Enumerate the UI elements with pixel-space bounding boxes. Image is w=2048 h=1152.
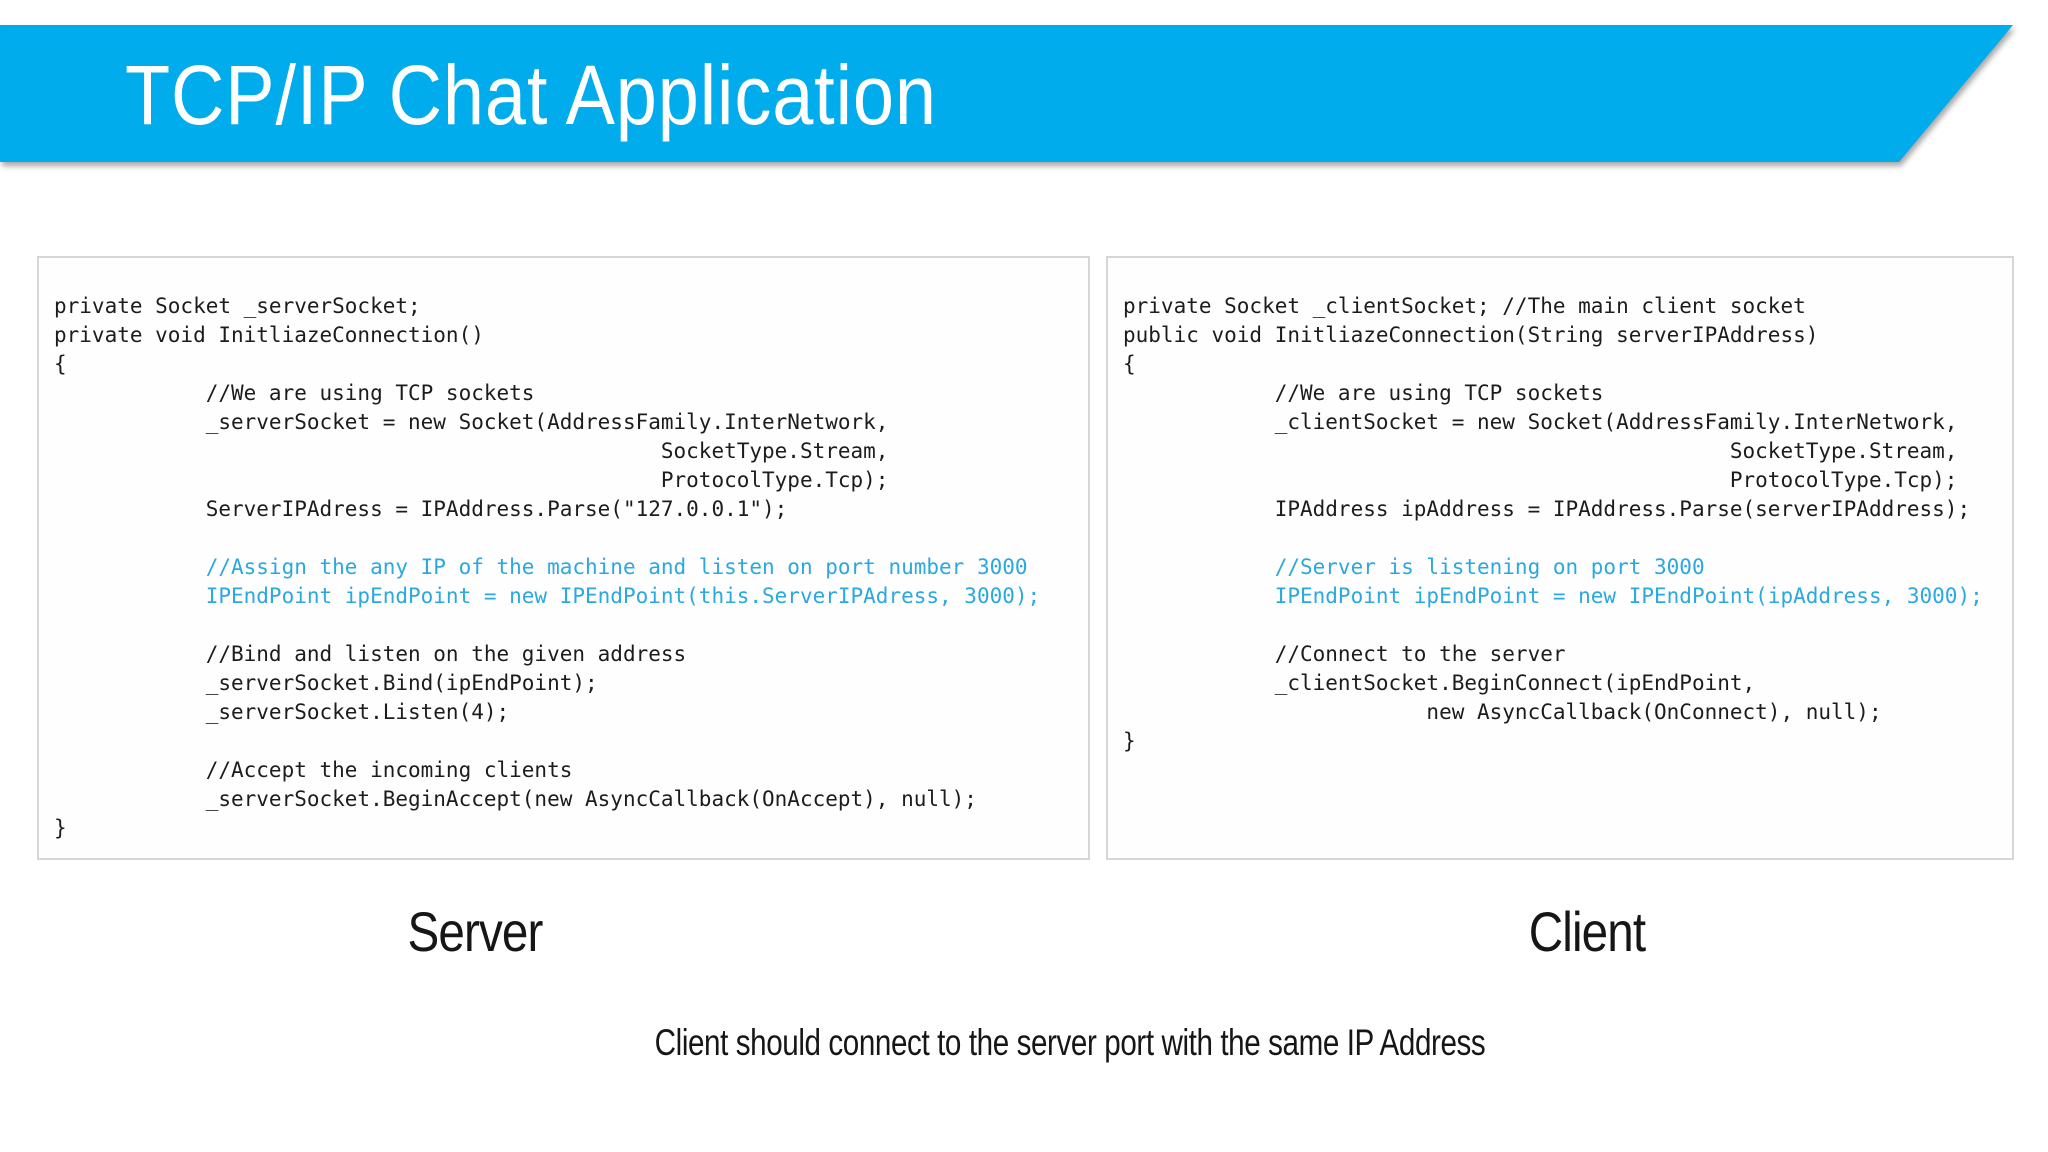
code-line: _serverSocket.Bind(ipEndPoint); — [54, 671, 598, 695]
code-line: //Connect to the server — [1123, 642, 1566, 666]
code-line: SocketType.Stream, — [1123, 439, 1958, 463]
code-line: { — [1123, 352, 1136, 376]
code-line: //Bind and listen on the given address — [54, 642, 687, 666]
code-line: //Assign the any IP of the machine and l… — [54, 555, 1028, 579]
code-line: IPAddress ipAddress = IPAddress.Parse(se… — [1123, 497, 1971, 521]
code-line: } — [54, 816, 67, 840]
client-code: private Socket _clientSocket; //The main… — [1123, 292, 1983, 756]
caption: Client should connect to the server port… — [654, 1022, 1486, 1063]
code-line: _serverSocket.BeginAccept(new AsyncCallb… — [54, 787, 977, 811]
code-line: //We are using TCP sockets — [1123, 381, 1604, 405]
code-line: } — [1123, 729, 1136, 753]
client-code-panel: private Socket _clientSocket; //The main… — [1106, 256, 2014, 860]
code-line: private Socket _clientSocket; //The main… — [1123, 294, 1806, 318]
code-line: _clientSocket = new Socket(AddressFamily… — [1123, 410, 1958, 434]
code-line: ServerIPAdress = IPAddress.Parse("127.0.… — [54, 497, 788, 521]
code-line: private Socket _serverSocket; — [54, 294, 421, 318]
code-line: //Server is listening on port 3000 — [1123, 555, 1705, 579]
server-code: private Socket _serverSocket;private voi… — [54, 292, 1040, 843]
title-banner: TCP/IP Chat Application — [0, 25, 2048, 162]
title-banner-shape: TCP/IP Chat Application — [0, 25, 2013, 162]
code-line: { — [54, 352, 67, 376]
code-line: //Accept the incoming clients — [54, 758, 573, 782]
code-line — [1123, 524, 1983, 553]
server-label: Server — [407, 900, 543, 963]
code-line: ProtocolType.Tcp); — [54, 468, 889, 492]
code-line: SocketType.Stream, — [54, 439, 889, 463]
code-line: IPEndPoint ipEndPoint = new IPEndPoint(i… — [1123, 584, 1983, 608]
client-label: Client — [1528, 900, 1646, 963]
code-line: ProtocolType.Tcp); — [1123, 468, 1958, 492]
code-line: public void InitliazeConnection(String s… — [1123, 323, 1819, 347]
code-line: //We are using TCP sockets — [54, 381, 535, 405]
code-line: _clientSocket.BeginConnect(ipEndPoint, — [1123, 671, 1756, 695]
code-line: _serverSocket = new Socket(AddressFamily… — [54, 410, 889, 434]
code-line — [1123, 611, 1983, 640]
page-title: TCP/IP Chat Application — [125, 48, 937, 142]
code-line: _serverSocket.Listen(4); — [54, 700, 510, 724]
code-line: private void InitliazeConnection() — [54, 323, 484, 347]
server-code-panel: private Socket _serverSocket;private voi… — [37, 256, 1090, 860]
code-line — [54, 611, 1040, 640]
code-line: IPEndPoint ipEndPoint = new IPEndPoint(t… — [54, 584, 1041, 608]
code-line — [54, 727, 1040, 756]
code-line: new AsyncCallback(OnConnect), null); — [1123, 700, 1882, 724]
code-line — [54, 524, 1040, 553]
